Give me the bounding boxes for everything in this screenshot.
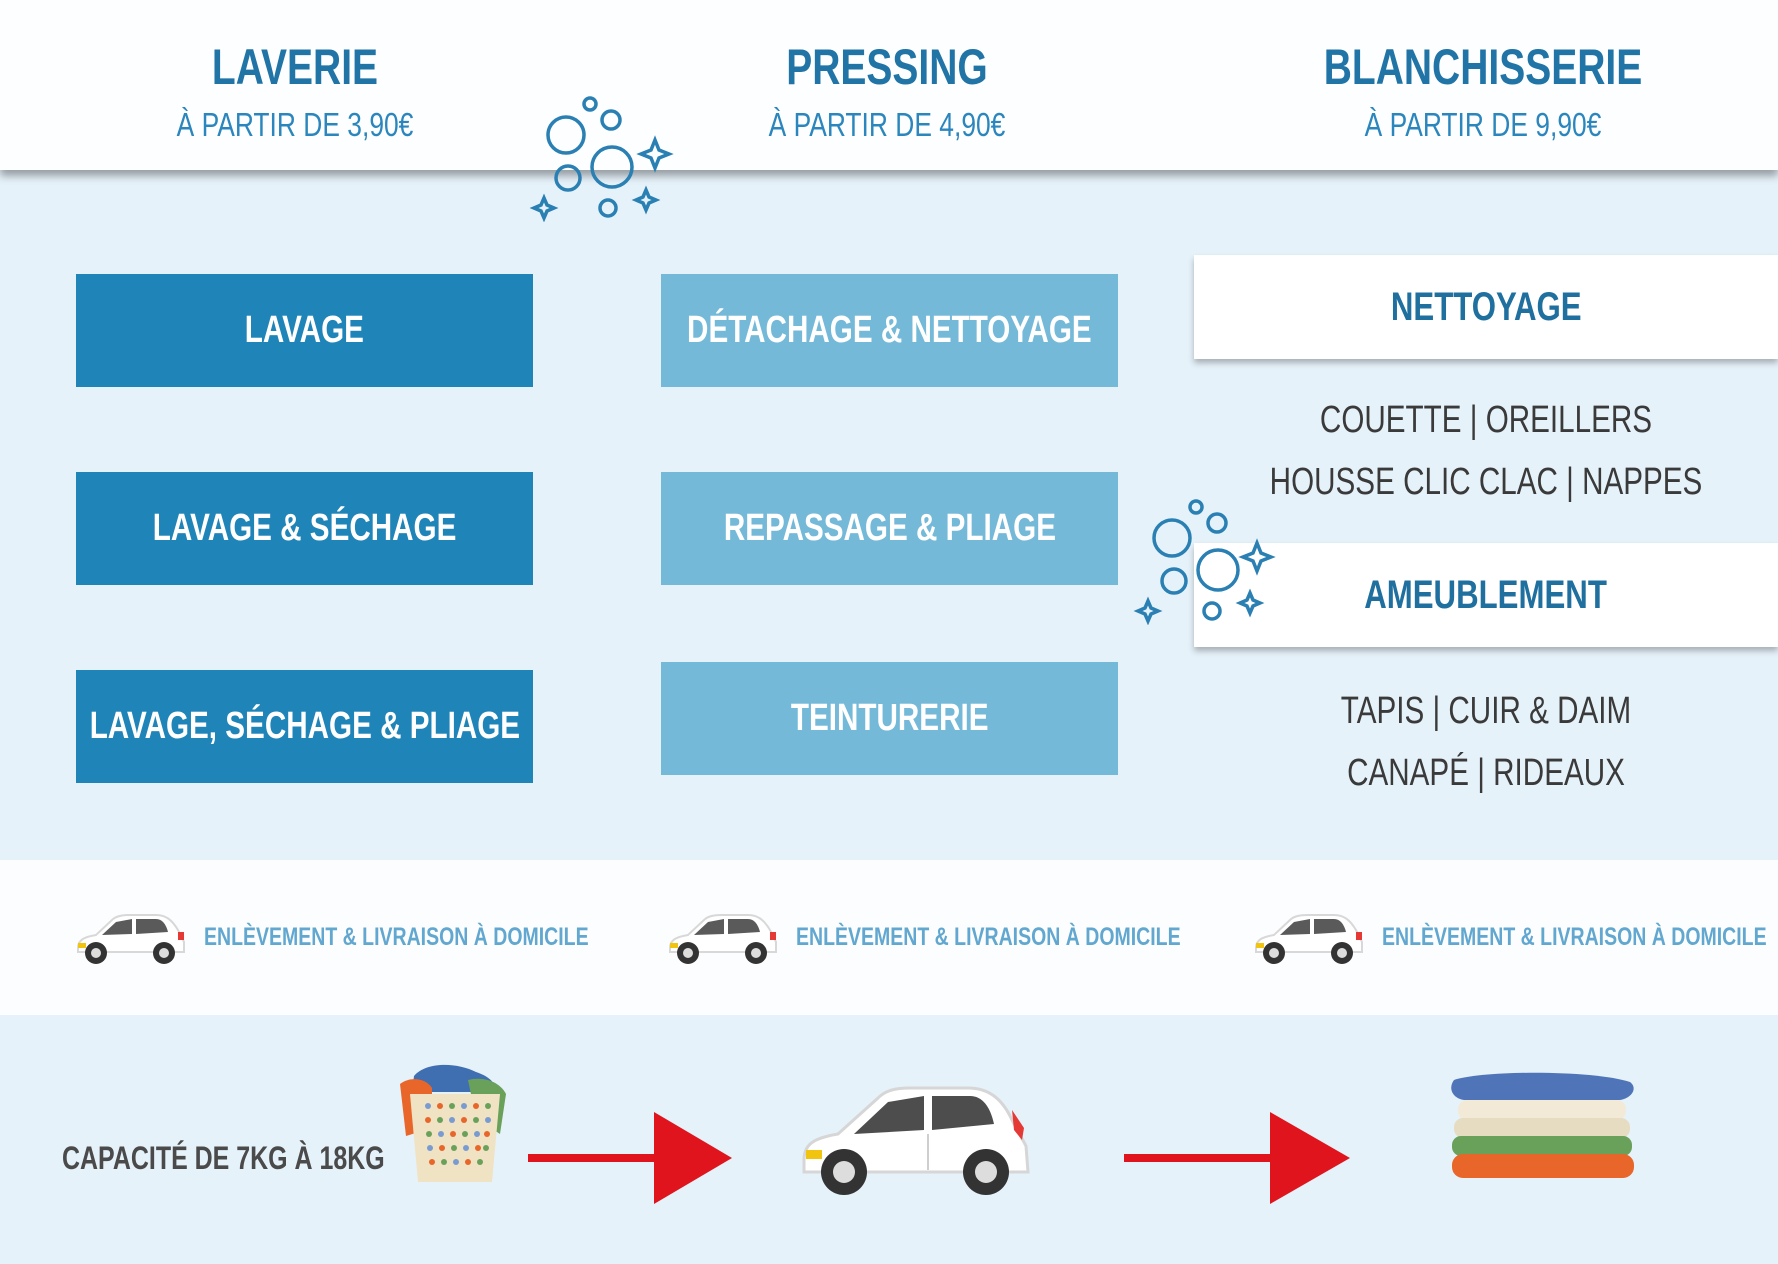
nettoyage-item: HOUSSE CLIC CLAC | NAPPES [1269, 461, 1703, 503]
bubbles-icon [1133, 499, 1276, 625]
header: LAVERIE À PARTIR DE 3,90€ PRESSING À PAR… [0, 0, 1778, 170]
ameublement-item: TAPIS | CUIR & DAIM [1340, 690, 1632, 732]
service-lavage-sechage[interactable]: LAVAGE & SÉCHAGE [76, 472, 533, 585]
car-icon [669, 913, 777, 964]
capacity-label: CAPACITÉ DE 7KG À 18KG [62, 1140, 385, 1176]
delivery-label: ENLÈVEMENT & LIVRAISON À DOMICILE [204, 923, 589, 951]
bubbles-icon [529, 96, 674, 222]
service-repassage-pliage[interactable]: REPASSAGE & PLIAGE [661, 472, 1118, 585]
delivery-label: ENLÈVEMENT & LIVRAISON À DOMICILE [1382, 923, 1767, 951]
car-icon [1255, 913, 1363, 964]
delivery-laverie: ENLÈVEMENT & LIVRAISON À DOMICILE [74, 860, 697, 1015]
folded-clothes-icon [1451, 1072, 1634, 1178]
service-detachage-nettoyage[interactable]: DÉTACHAGE & NETTOYAGE [661, 274, 1118, 387]
header-blanchisserie: BLANCHISSERIE À PARTIR DE 9,90€ [1273, 38, 1693, 144]
blanchisserie-title: BLANCHISSERIE [1323, 39, 1643, 95]
service-lavage-sechage-pliage[interactable]: LAVAGE, SÉCHAGE & PLIAGE [76, 670, 533, 783]
arrow-right-icon [528, 1112, 732, 1204]
ameublement-box[interactable]: AMEUBLEMENT [1194, 543, 1778, 647]
nettoyage-box[interactable]: NETTOYAGE [1194, 255, 1778, 359]
nettoyage-items: COUETTE | OREILLERS HOUSSE CLIC CLAC | N… [1194, 389, 1778, 513]
laverie-title: LAVERIE [211, 39, 379, 95]
header-laverie: LAVERIE À PARTIR DE 3,90€ [85, 38, 505, 144]
ameublement-item: CANAPÉ | RIDEAUX [1347, 752, 1625, 794]
laundry-basket-icon [400, 1064, 506, 1182]
delivery-blanchisserie: ENLÈVEMENT & LIVRAISON À DOMICILE [1252, 860, 1778, 1015]
header-pressing: PRESSING À PARTIR DE 4,90€ [677, 38, 1097, 144]
nettoyage-item: COUETTE | OREILLERS [1319, 399, 1653, 441]
pressing-price: À PARTIR DE 4,90€ [768, 106, 1006, 143]
delivery-label: ENLÈVEMENT & LIVRAISON À DOMICILE [796, 923, 1181, 951]
service-lavage[interactable]: LAVAGE [76, 274, 533, 387]
pressing-title: PRESSING [786, 39, 988, 95]
service-teinturerie[interactable]: TEINTURERIE [661, 662, 1118, 775]
delivery-strip: ENLÈVEMENT & LIVRAISON À DOMICILE ENLÈVE… [0, 860, 1778, 1015]
laverie-price: À PARTIR DE 3,90€ [176, 106, 414, 143]
car-icon [802, 1086, 1030, 1195]
blanchisserie-price: À PARTIR DE 9,90€ [1364, 106, 1602, 143]
delivery-pressing: ENLÈVEMENT & LIVRAISON À DOMICILE [666, 860, 1289, 1015]
ameublement-items: TAPIS | CUIR & DAIM CANAPÉ | RIDEAUX [1194, 680, 1778, 804]
car-icon [77, 913, 185, 964]
arrow-right-icon [1124, 1112, 1350, 1204]
